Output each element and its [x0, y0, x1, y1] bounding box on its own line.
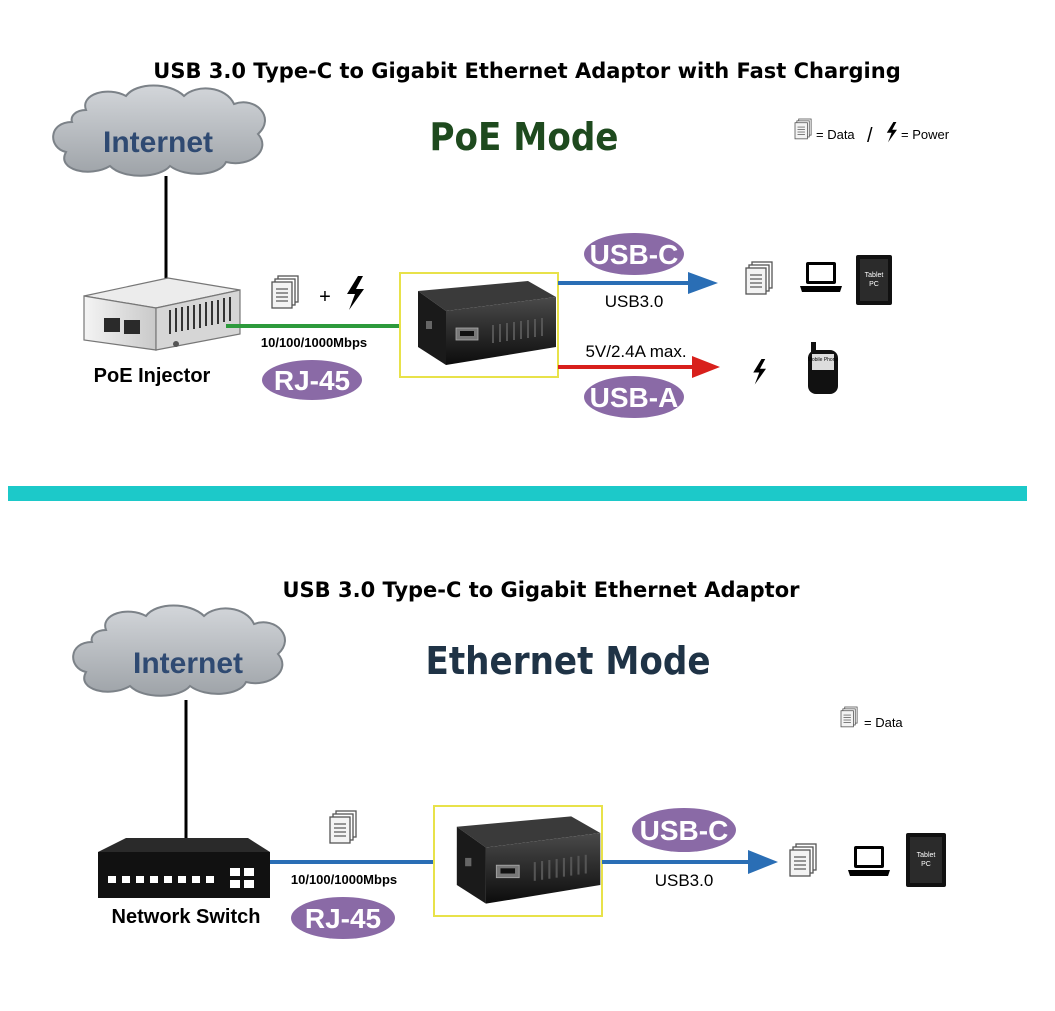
bottom-speed-label: 10/100/1000Mbps — [291, 872, 397, 887]
arrow-right-icon — [688, 272, 718, 294]
top-usba-sublabel: 5V/2.4A max. — [585, 342, 686, 361]
tablet-label-line1: Tablet — [865, 272, 884, 279]
tablet-icon: Tablet PC — [906, 833, 946, 887]
top-legend: = Data / = Power — [794, 118, 950, 147]
top-source-device-label: PoE Injector — [94, 365, 211, 387]
data-legend-icon — [794, 118, 812, 140]
bottom-title: USB 3.0 Type-C to Gigabit Ethernet Adapt… — [282, 578, 800, 602]
bottom-internet-cloud: Internet — [72, 604, 286, 697]
top-usba-label: USB-A — [590, 382, 679, 413]
laptop-icon — [848, 846, 890, 876]
bottom-usbc-sublabel: USB3.0 — [655, 871, 714, 890]
tablet-label-line2: PC — [869, 281, 879, 288]
top-internet-cloud: Internet — [52, 84, 266, 177]
bottom-usbc-label: USB-C — [640, 815, 729, 846]
data-icon — [271, 275, 299, 309]
top-title: USB 3.0 Type-C to Gigabit Ethernet Adapt… — [153, 59, 900, 83]
bottom-legend: = Data — [840, 706, 903, 730]
top-speed-label: 10/100/1000Mbps — [261, 335, 367, 350]
top-diagram: USB 3.0 Type-C to Gigabit Ethernet Adapt… — [52, 59, 950, 418]
arrow-right-icon — [748, 850, 778, 874]
cloud-icon — [52, 84, 266, 177]
mobile-phone-icon: Mobile Phone — [808, 342, 839, 394]
bottom-source-device-label: Network Switch — [112, 906, 261, 928]
bottom-legend-data-label: = Data — [864, 715, 903, 730]
tablet-icon: Tablet PC — [856, 255, 892, 305]
cloud-icon — [72, 604, 286, 697]
data-icon — [789, 843, 817, 877]
data-legend-icon — [840, 706, 858, 728]
top-rj45-label: RJ-45 — [274, 365, 350, 396]
arrow-right-icon — [692, 356, 720, 378]
bottom-rj45-label: RJ-45 — [305, 903, 381, 934]
bottom-cloud-label: Internet — [133, 647, 243, 680]
data-icon — [745, 261, 773, 295]
bottom-rj45-badge: RJ-45 — [291, 897, 395, 939]
bottom-mode-title: Ethernet Mode — [425, 639, 710, 683]
tablet-label-line1: Tablet — [917, 852, 936, 859]
top-usbc-badge: USB-C — [584, 233, 684, 275]
power-icon — [347, 276, 364, 310]
bottom-usbc-badge: USB-C — [632, 808, 736, 852]
tablet-label-line2: PC — [921, 861, 931, 868]
power-icon — [753, 359, 766, 385]
top-rj45-badge: RJ-45 — [262, 360, 362, 400]
top-legend-power-label: = Power — [901, 127, 950, 142]
top-legend-data-label: = Data — [816, 127, 855, 142]
top-cloud-label: Internet — [103, 126, 213, 159]
poe-injector — [83, 277, 241, 351]
top-usba-badge: USB-A — [584, 376, 684, 418]
rj45-port-icon — [124, 320, 140, 334]
power-legend-icon — [886, 122, 897, 143]
top-usbc-sublabel: USB3.0 — [605, 292, 664, 311]
laptop-icon — [800, 262, 842, 292]
top-plus-sign: + — [319, 286, 331, 308]
bottom-diagram: USB 3.0 Type-C to Gigabit Ethernet Adapt… — [72, 578, 946, 939]
top-legend-separator: / — [867, 125, 873, 147]
rj45-port-icon — [104, 318, 120, 332]
top-mode-title: PoE Mode — [430, 115, 619, 159]
data-icon — [329, 810, 357, 844]
top-usbc-label: USB-C — [590, 239, 679, 270]
network-switch — [98, 838, 270, 898]
phone-screen-label: Mobile Phone — [808, 357, 839, 363]
section-divider — [8, 486, 1027, 501]
